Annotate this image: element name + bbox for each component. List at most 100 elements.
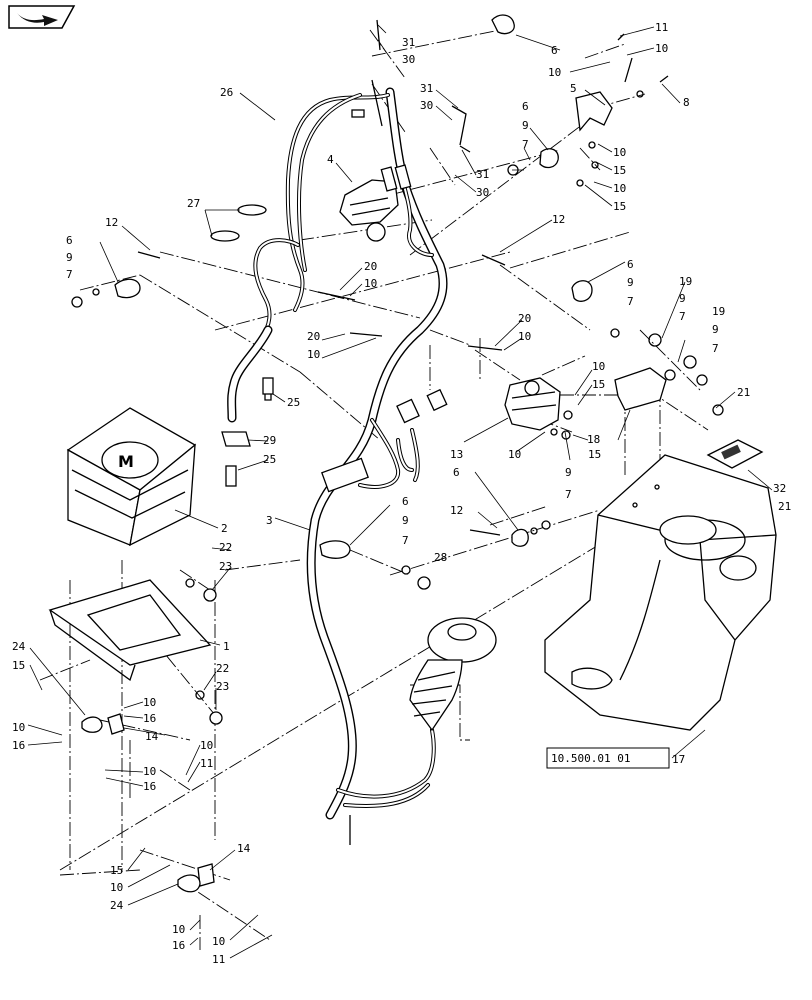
callout: 12 xyxy=(552,213,565,226)
reference-label[interactable]: 10.500.01 01 xyxy=(551,752,630,765)
decal xyxy=(706,439,764,469)
callout: 16 xyxy=(172,939,185,952)
controller-box: M xyxy=(66,407,197,547)
callout: 20 xyxy=(307,330,320,343)
callout: 23 xyxy=(219,560,232,573)
callout: 31 xyxy=(476,168,489,181)
callout: 15 xyxy=(12,659,25,672)
callout: 6 xyxy=(627,258,634,271)
callout: 21 xyxy=(737,386,750,399)
forward-arrow-icon xyxy=(17,13,58,26)
callout: 7 xyxy=(66,268,73,281)
callout: 7 xyxy=(627,295,634,308)
callout: 16 xyxy=(12,739,25,752)
callout: 26 xyxy=(220,86,233,99)
callout: 8 xyxy=(683,96,690,109)
terminals xyxy=(221,377,274,487)
callout: 12 xyxy=(105,216,118,229)
callout: 10 xyxy=(12,721,25,734)
callout: 18 xyxy=(587,433,600,446)
callout: 6 xyxy=(66,234,73,247)
callout: 14 xyxy=(237,842,251,855)
callout: 20 xyxy=(518,312,531,325)
callout: 10 xyxy=(613,182,626,195)
callout: 6 xyxy=(453,466,460,479)
callout: 7 xyxy=(402,534,409,547)
callout: 28 xyxy=(434,551,447,564)
callout: 25 xyxy=(263,453,276,466)
callout: 6 xyxy=(551,44,558,57)
callout: 15 xyxy=(110,864,123,877)
callout: 9 xyxy=(565,466,572,479)
callout: 7 xyxy=(522,138,529,151)
callout: 30 xyxy=(402,53,415,66)
callout: 22 xyxy=(219,541,232,554)
callout: 15 xyxy=(613,164,626,177)
callout: 9 xyxy=(66,251,73,264)
callout: 9 xyxy=(402,514,409,527)
callout: 13 xyxy=(450,448,463,461)
callout: 32 xyxy=(773,482,786,495)
callout: 23 xyxy=(216,680,229,693)
nav-button[interactable] xyxy=(8,5,76,29)
callout: 9 xyxy=(627,276,634,289)
callout: 3 xyxy=(266,514,273,527)
callout: 31 xyxy=(420,82,433,95)
valve-13 xyxy=(396,377,561,431)
callout: 10 xyxy=(655,42,668,55)
callout: 11 xyxy=(212,953,225,966)
callout: 19 xyxy=(712,305,725,318)
callout: 10 xyxy=(172,923,185,936)
callout: 30 xyxy=(420,99,433,112)
p-clamps xyxy=(114,14,593,559)
callout: 11 xyxy=(655,21,668,34)
callout: 1 xyxy=(223,640,230,653)
callout: 4 xyxy=(327,153,334,166)
callout: 10 xyxy=(508,448,521,461)
callout: 24 xyxy=(12,640,26,653)
callout: 12 xyxy=(450,504,463,517)
reference-box xyxy=(546,747,670,769)
callout: 29 xyxy=(263,434,276,447)
callout: 10 xyxy=(518,330,531,343)
callout: 16 xyxy=(143,780,156,793)
callout: 9 xyxy=(712,323,719,336)
svg-text:M: M xyxy=(118,452,134,471)
callout: 30 xyxy=(476,186,489,199)
callout: 21 xyxy=(778,500,791,513)
callout: 20 xyxy=(364,260,377,273)
callout: 10 xyxy=(143,696,156,709)
callout: 10 xyxy=(143,765,156,778)
callout: 15 xyxy=(592,378,605,391)
fasteners xyxy=(71,19,761,725)
callout: 10 xyxy=(613,146,626,159)
clips xyxy=(81,716,201,893)
callout: 10 xyxy=(364,277,377,290)
relay-cluster xyxy=(339,164,412,242)
callout: 10 xyxy=(592,360,605,373)
callout: 22 xyxy=(216,662,229,675)
callout: 25 xyxy=(287,396,300,409)
callout: 5 xyxy=(570,82,577,95)
callout: 14 xyxy=(145,730,159,743)
callout: 27 xyxy=(187,197,200,210)
callout: 7 xyxy=(565,488,572,501)
callout: 11 xyxy=(200,757,213,770)
callout: 15 xyxy=(613,200,626,213)
callout: 19 xyxy=(679,275,692,288)
callout: 9 xyxy=(522,119,529,132)
callout: 10 xyxy=(548,66,561,79)
fuel-tank xyxy=(544,454,777,731)
callout: 10 xyxy=(110,881,123,894)
air-filter xyxy=(409,617,497,732)
callout: 6 xyxy=(522,100,529,113)
callout: 10 xyxy=(307,348,320,361)
callout-numbers: 31 30 11 10 10 6 26 31 30 5 8 6 9 7 10 1… xyxy=(12,21,791,966)
callout: 10 xyxy=(212,935,225,948)
callout: 16 xyxy=(143,712,156,725)
callout: 7 xyxy=(679,310,686,323)
leader-lines xyxy=(27,24,773,959)
callout: 9 xyxy=(679,292,686,305)
callout: 7 xyxy=(712,342,719,355)
